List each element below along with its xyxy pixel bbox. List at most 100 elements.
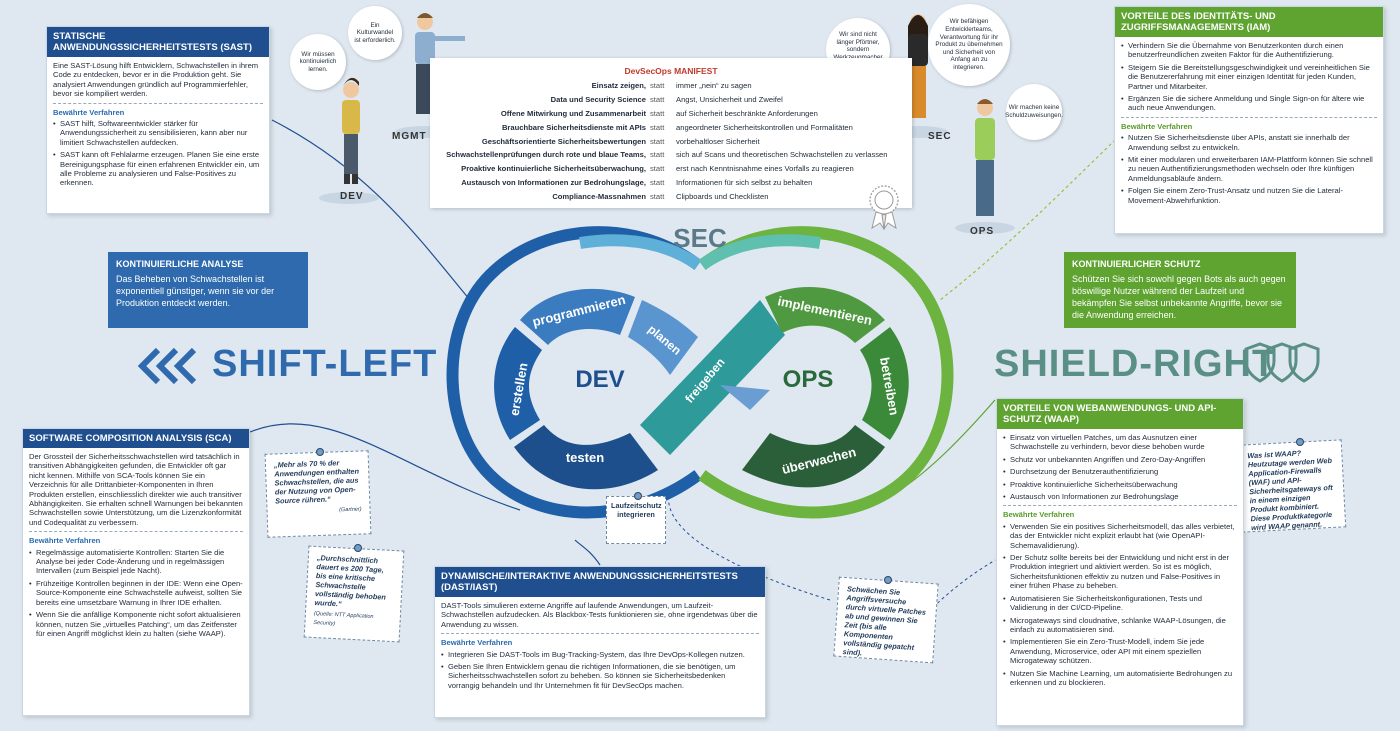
manifest-row-value: Brauchbare Sicherheitsdienste mit APIs	[501, 122, 646, 132]
dast-box: Dynamische/Interaktive Anwendungssicherh…	[434, 566, 766, 718]
segment-betreiben	[860, 327, 909, 440]
segment-freigeben	[640, 300, 785, 455]
manifest-row-value: Geschäftsorientierte Sicherheitsbewertun…	[481, 136, 646, 146]
list-item: Automatisieren Sie Sicherheitskonfigurat…	[1003, 594, 1237, 613]
list-item: Ergänzen Sie die sichere Anmeldung und S…	[1121, 94, 1377, 113]
dast-practices-title: Bewährte Verfahren	[441, 638, 513, 648]
manifest-row-instead: vorbehaltloser Sicherheit	[676, 136, 760, 146]
iam-practices-title: Bewährte Verfahren	[1121, 121, 1193, 131]
manifest-row-value: Compliance-Massnahmen	[552, 191, 646, 201]
manifest-row-value: Offene Mitwirkung und Zusammenarbeit	[500, 108, 646, 118]
speech-bubble: Wir befähigen Entwicklerteams, Verantwor…	[928, 4, 1010, 86]
person-dev-figure	[319, 77, 379, 204]
continuous-analysis-text: Das Beheben von Schwachstellen ist expon…	[116, 274, 275, 308]
speech-bubble: Ein Kulturwandel ist erforderlich.	[348, 6, 402, 60]
list-item: Folgen Sie einem Zero-Trust-Ansatz und n…	[1121, 186, 1377, 205]
pin-icon	[354, 544, 362, 552]
manifest-row-value: Proaktive kontinuierliche Sicherheitsübe…	[461, 164, 646, 174]
quote-note-ntt: „Durchschnittlich dauert es 200 Tage, bi…	[303, 545, 405, 643]
pin-icon	[1296, 438, 1304, 446]
list-item: Implementieren Sie ein Zero-Trust-Modell…	[1003, 637, 1237, 665]
devsecops-loop: SEC DEV OPS programmieren planen erstell…	[446, 225, 954, 519]
list-item: Der Schutz sollte bereits bei der Entwic…	[1003, 553, 1237, 591]
dast-title: Dynamische/Interaktive Anwendungssicherh…	[435, 567, 765, 597]
iam-box: Vorteile des Identitäts- und Zugriffsman…	[1114, 6, 1384, 234]
manifest-row-statt: statt	[650, 122, 665, 132]
list-item: Nutzen Sie Machine Learning, um automati…	[1003, 669, 1237, 688]
list-item: Austausch von Informationen zur Bedrohun…	[1003, 492, 1237, 502]
note-text: Was ist WAAP? Heutzutage werden Web Appl…	[1247, 448, 1333, 533]
manifest-panel: DevSecOps MANIFEST Einsatz zeigen, statt i…	[430, 58, 912, 208]
list-item: Einsatz von virtuellen Patches, um das A…	[1003, 433, 1237, 452]
loop-label-ops: OPS	[783, 366, 834, 393]
manifest-row-statt: statt	[650, 150, 665, 160]
role-label-mgmt: MGMT	[392, 131, 427, 142]
role-label-ops: OPS	[970, 226, 995, 237]
list-item: Durchsetzung der Benutzerauthentifizieru…	[1003, 467, 1237, 477]
pin-icon	[884, 576, 892, 584]
quote-text: „Durchschnittlich dauert es 200 Tage, bi…	[314, 553, 387, 609]
sast-intro: Eine SAST-Lösung hilft Entwicklern, Schw…	[53, 61, 259, 99]
runtime-protection-note: Laufzeitschutz integrieren	[606, 496, 666, 544]
list-item: Wenn Sie die anfällige Komponente nicht …	[29, 610, 243, 638]
manifest-row-value: Einsatz zeigen,	[591, 81, 646, 91]
manifest-row-instead: erst nach Kenntnisnahme eines Vorfalls z…	[676, 164, 854, 174]
list-item: Integrieren Sie DAST-Tools im Bug-Tracki…	[441, 650, 759, 660]
note-text: Schwächen Sie Angriffsversuche durch vir…	[842, 584, 927, 658]
speech-bubble: Wir müssen kontinuierlich lernen.	[290, 34, 346, 90]
iam-title: Vorteile des Identitäts- und Zugriffsman…	[1115, 7, 1383, 37]
list-item: Verwenden Sie ein positives Sicherheitsm…	[1003, 522, 1237, 550]
manifest-row-instead: Informationen für sich selbst zu behalte…	[676, 177, 813, 187]
manifest-row-instead: Angst, Unsicherheit und Zweifel	[676, 95, 783, 105]
runtime-protection-text: Laufzeitschutz integrieren	[611, 501, 662, 519]
sca-intro: Der Grossteil der Sicherheitsschwachstel…	[29, 452, 243, 527]
dast-intro: DAST-Tools simulieren externe Angriffe a…	[441, 601, 758, 629]
manifest-row: Data und Security Science statt Angst, Uns…	[430, 93, 912, 107]
quote-source: (Quelle: NTT Application Security)	[313, 610, 374, 628]
manifest-row: Offene Mitwirkung und Zusammenarbeit stat…	[430, 107, 912, 121]
manifest-row-instead: Clipboards und Checklisten	[676, 191, 769, 201]
list-item: Steigern Sie die Bereitstellungsgeschwin…	[1121, 63, 1377, 91]
manifest-title: DevSecOps MANIFEST	[624, 66, 718, 76]
quote-source: (Gartner)	[339, 506, 362, 514]
waap-box: Vorteile von Webanwendungs- und API-Schu…	[996, 398, 1244, 726]
sast-title: Statische Anwendungssicherheitstests (SA…	[47, 27, 269, 57]
manifest-row-value: Data und Security Science	[550, 95, 646, 105]
list-item: Proaktive kontinuierliche Sicherheitsübe…	[1003, 480, 1237, 490]
waap-definition-note: Was ist WAAP? Heutzutage werden Web Appl…	[1237, 439, 1347, 533]
manifest-row-instead: immer „nein“ zu sagen	[676, 81, 752, 91]
list-item: Frühzeitige Kontrollen beginnen in der I…	[29, 579, 243, 607]
continuous-protection-title: Kontinuierlicher Schutz	[1072, 259, 1201, 269]
sast-practices-title: Bewährte Verfahren	[53, 107, 125, 117]
role-label-sec: SEC	[928, 131, 952, 142]
manifest-row: Austausch von Informationen zur Bedrohun…	[430, 176, 912, 190]
manifest-row-statt: statt	[650, 95, 665, 105]
manifest-row: Schwachstellenprüfungen durch rote und b…	[430, 148, 912, 162]
list-item: SAST kann oft Fehlalarme erzeugen. Plane…	[53, 150, 263, 188]
manifest-row-instead: auf Sicherheit beschränkte Anforderungen	[676, 108, 818, 118]
segment-erstellen	[494, 327, 542, 440]
quote-note-gartner: „Mehr als 70 % der Anwendungen enthalten…	[264, 450, 372, 538]
quote-text: „Mehr als 70 % der Anwendungen enthalten…	[273, 458, 360, 506]
sast-box: Statische Anwendungssicherheitstests (SA…	[46, 26, 270, 214]
pin-icon	[634, 492, 642, 500]
segment-testen	[514, 425, 658, 490]
manifest-row-statt: statt	[650, 191, 665, 201]
shields-icon	[1244, 342, 1320, 383]
list-item: Regelmässige automatisierte Kontrollen: …	[29, 548, 243, 576]
segment-planen	[628, 300, 698, 375]
manifest-row-statt: statt	[650, 164, 665, 174]
manifest-row-statt: statt	[650, 108, 665, 118]
continuous-analysis-title: Kontinuierliche Analyse	[116, 259, 244, 269]
shield-right-label: SHIELD-RIGHT	[994, 343, 1277, 385]
role-label-dev: DEV	[340, 191, 364, 202]
manifest-row: Geschäftsorientierte Sicherheitsbewertun…	[430, 134, 912, 148]
waap-practices-title: Bewährte Verfahren	[1003, 510, 1075, 520]
sca-practices-title: Bewährte Verfahren	[29, 536, 101, 546]
shift-left-label: SHIFT-LEFT	[212, 343, 438, 385]
manifest-row-instead: sich auf Scans und theoretischen Schwach…	[676, 150, 888, 160]
manifest-row: Brauchbare Sicherheitsdienste mit APIs st…	[430, 120, 912, 134]
manifest-row-value: Schwachstellenprüfungen durch rote und b…	[446, 150, 646, 160]
list-item: Verhindern Sie die Übernahme von Benutze…	[1121, 41, 1377, 60]
list-item: Geben Sie Ihren Entwicklern genau die ri…	[441, 662, 759, 690]
